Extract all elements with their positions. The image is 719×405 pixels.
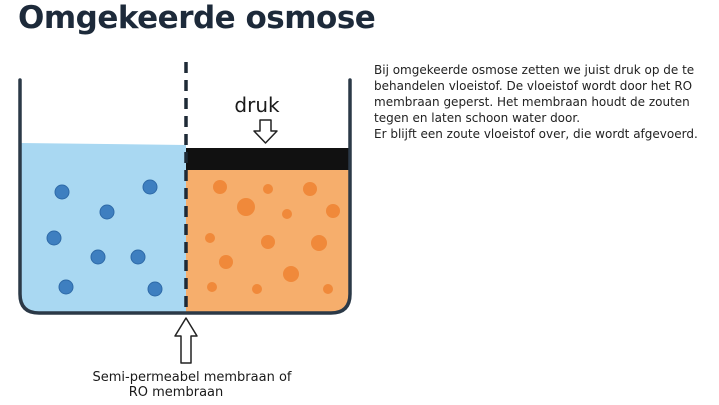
description-text: Bij omgekeerde osmose zetten we juist dr… bbox=[374, 62, 704, 142]
salt-particle bbox=[207, 282, 217, 292]
salt-particle bbox=[219, 255, 233, 269]
salt-particle bbox=[311, 235, 327, 251]
salt-particle bbox=[261, 235, 275, 249]
water-particle bbox=[142, 179, 158, 195]
membrane-label-line2: RO membraan bbox=[129, 385, 224, 400]
salt-particle bbox=[323, 284, 333, 294]
salt-particle bbox=[282, 209, 292, 219]
water-particle bbox=[46, 230, 62, 246]
water-particle bbox=[130, 249, 146, 265]
membrane-label-line1: Semi-permeabel membraan of bbox=[93, 370, 292, 385]
salt-particle bbox=[283, 266, 299, 282]
water-particle bbox=[54, 184, 70, 200]
water-particle bbox=[90, 249, 106, 265]
salt-particle bbox=[326, 204, 340, 218]
pressure-piston bbox=[186, 148, 350, 170]
salt-particle bbox=[303, 182, 317, 196]
pressure-label: druk bbox=[234, 93, 280, 117]
description-paragraph-1: Bij omgekeerde osmose zetten we juist dr… bbox=[374, 63, 695, 125]
salt-particle bbox=[213, 180, 227, 194]
water-particle bbox=[147, 281, 163, 297]
clean-water-particles bbox=[46, 179, 163, 297]
membrane-arrow-icon bbox=[174, 317, 198, 364]
water-particle bbox=[58, 279, 74, 295]
water-particle bbox=[99, 204, 115, 220]
salt-particle bbox=[263, 184, 273, 194]
page-title: Omgekeerde osmose bbox=[18, 0, 376, 36]
description-paragraph-2: Er blijft een zoute vloeistof over, die … bbox=[374, 127, 698, 141]
salt-particle bbox=[205, 233, 215, 243]
salt-particle bbox=[237, 198, 255, 216]
pressure-arrow-icon bbox=[253, 119, 278, 144]
salt-particles bbox=[205, 180, 340, 294]
salt-particle bbox=[252, 284, 262, 294]
container bbox=[18, 78, 352, 315]
